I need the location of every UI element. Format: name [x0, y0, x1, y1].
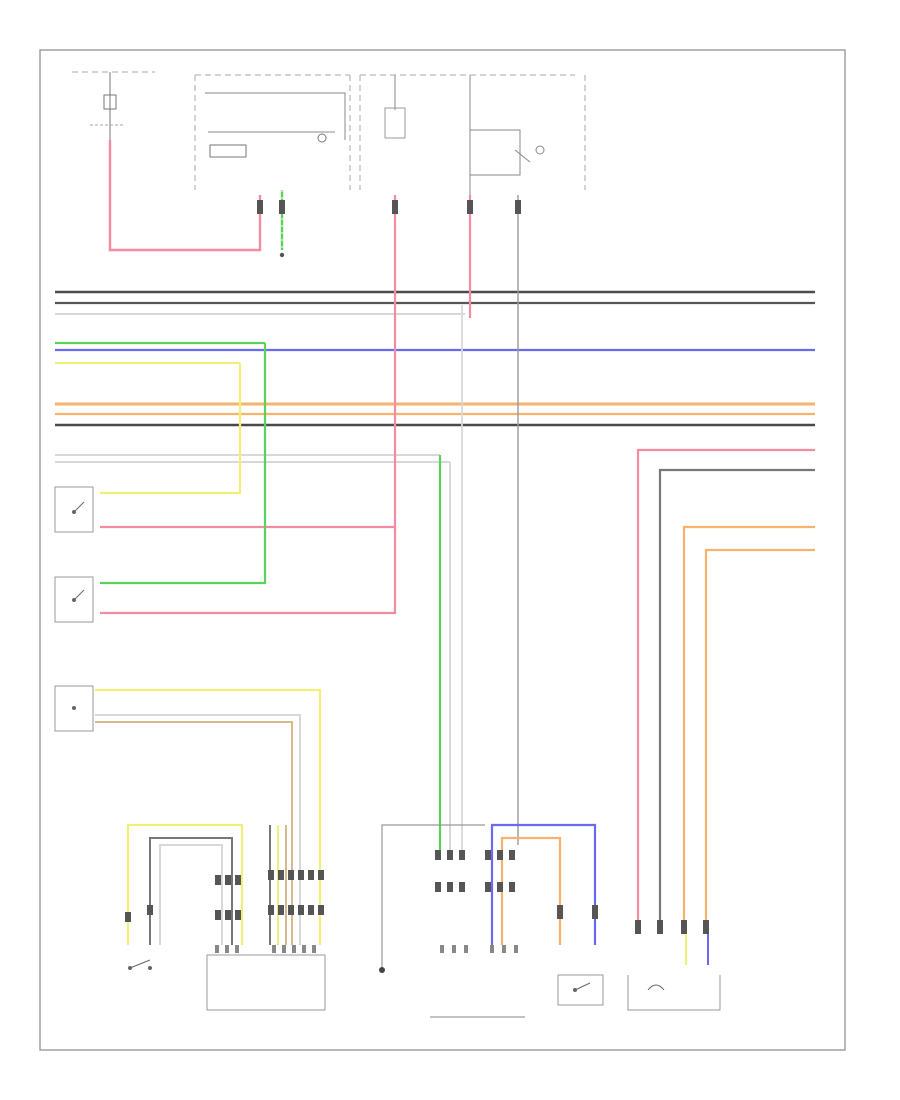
splice-green [279, 252, 285, 258]
wire-yellow-heater [100, 363, 242, 495]
ground-point [379, 824, 485, 973]
wire-pink-left-feed [108, 140, 262, 252]
wire-pink-center [100, 195, 397, 615]
fuse-block-center [359, 74, 575, 190]
generator [627, 975, 721, 1011]
instrument-cluster-upper [194, 74, 351, 190]
wire-green-clutch [100, 343, 267, 585]
module-pin-blocks [215, 945, 518, 953]
relay-block-right [469, 75, 586, 195]
clutch-switch [54, 576, 94, 623]
brake-pressure-sensor [54, 685, 94, 732]
brake-switch [128, 959, 152, 970]
wire-pink-generator [636, 448, 815, 930]
engine-module [206, 954, 326, 1011]
heater-valve-switch [54, 486, 94, 533]
diagram-frame [39, 49, 846, 1051]
bus-lines [55, 290, 815, 463]
fuse-block-left [72, 71, 155, 140]
brake-switch-harness [126, 823, 287, 945]
transmission-range-sensor [557, 974, 604, 1006]
connector-pins [125, 200, 709, 934]
